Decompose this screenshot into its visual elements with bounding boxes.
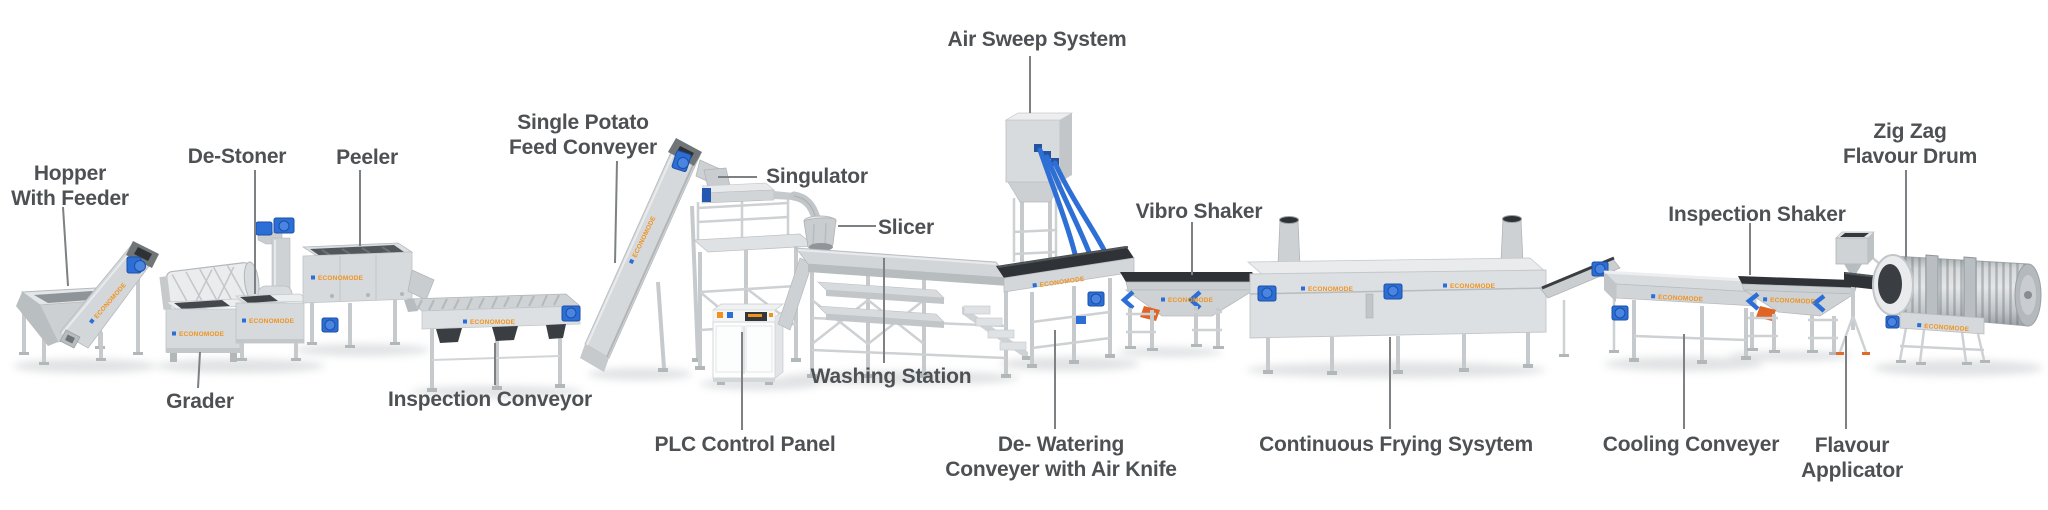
svg-text:ECONOMODE: ECONOMODE: [1168, 297, 1214, 304]
machine-continuous-frying-system: ECONOMODE ECONOMODE: [1246, 215, 1621, 375]
brand-economode: ECONOMODE: [1443, 283, 1496, 290]
svg-text:ECONOMODE: ECONOMODE: [249, 318, 295, 325]
spring-mount-icon: [1745, 292, 1760, 311]
fryer-chimney: [1500, 218, 1524, 264]
motor-icon: [255, 221, 273, 236]
label-inspection-conveyor: Inspection Conveyor: [388, 388, 592, 411]
spring-mount-icon: [1811, 294, 1826, 313]
air-hose-icon: [1037, 147, 1079, 261]
leader-lines: [62, 56, 1907, 430]
brand-economode: ECONOMODE: [1161, 297, 1214, 304]
machine-plc-control-panel: [711, 303, 785, 385]
brand-economode: ECONOMODE: [172, 331, 225, 338]
brand-economode: ECONOMODE: [1301, 286, 1354, 293]
brand-economode: ECONOMODE: [1763, 297, 1816, 306]
label-grader: Grader: [166, 390, 234, 413]
leader-hopper-with-feeder: [62, 206, 69, 287]
label-single-potato-feed-conveyer: Single Potato Feed Conveyer: [509, 111, 657, 159]
machine-de-stoner: ECONOMODE: [234, 217, 312, 361]
label-air-sweep-system: Air Sweep System: [947, 28, 1127, 51]
brand-economode: ECONOMODE: [242, 318, 295, 325]
machine-inspection-conveyor: ECONOMODE: [404, 293, 582, 392]
label-plc-control-panel: PLC Control Panel: [654, 433, 836, 456]
machine-single-potato-feed-conveyer: ECONOMODE: [580, 138, 723, 372]
machine-zig-zag-flavour-drum: ECONOMODE: [1844, 254, 2042, 365]
svg-text:ECONOMODE: ECONOMODE: [318, 275, 364, 282]
leader-single-potato-feed-conveyer: [614, 160, 618, 264]
label-hopper-with-feeder: Hopper With Feeder: [11, 162, 129, 210]
machine-hopper-with-feeder: ECONOMODE: [16, 241, 159, 365]
brand-economode: ECONOMODE: [1651, 294, 1704, 303]
machine-peeler: ECONOMODE: [301, 242, 435, 348]
label-zig-zag-flavour-drum: Zig Zag Flavour Drum: [1842, 120, 1978, 168]
machine-washing-station: [777, 247, 1034, 378]
svg-text:ECONOMODE: ECONOMODE: [1924, 323, 1970, 333]
label-singulator: Singulator: [766, 165, 868, 188]
air-hose-icon: [1044, 154, 1095, 263]
label-continuous-frying-system: Continuous Frying Sysytem: [1259, 433, 1533, 456]
machine-de-watering-conveyer: ECONOMODE: [996, 246, 1135, 368]
label-inspection-shaker: Inspection Shaker: [1668, 203, 1846, 226]
svg-text:ECONOMODE: ECONOMODE: [1450, 283, 1496, 290]
shaker-body: [1742, 289, 1856, 317]
machine-singulator-platform: [692, 167, 837, 370]
label-de-watering-conveyer: De- Watering Conveyer with Air Knife: [945, 433, 1177, 481]
label-slicer: Slicer: [877, 216, 935, 239]
applicator-hopper: [1835, 237, 1869, 265]
label-flavour-applicator: Flavour Applicator: [1801, 434, 1903, 482]
air-hose-icon: [1052, 160, 1109, 257]
machine-air-sweep-system: [1004, 112, 1109, 266]
label-cooling-conveyer: Cooling Conveyer: [1602, 433, 1780, 456]
brand-economode: ECONOMODE: [311, 275, 364, 282]
leader-grader: [197, 351, 201, 389]
machine-inspection-shaker: ECONOMODE: [1738, 276, 1857, 355]
spring-mount-icon: [1120, 290, 1135, 310]
svg-text:ECONOMODE: ECONOMODE: [1658, 294, 1704, 303]
svg-text:ECONOMODE: ECONOMODE: [470, 319, 516, 326]
machine-cooling-conveyer: ECONOMODE: [1602, 270, 1758, 364]
fryer-chimney: [1277, 219, 1301, 267]
label-vibro-shaker: Vibro Shaker: [1135, 200, 1263, 223]
brand-economode: ECONOMODE: [463, 319, 516, 326]
brand-economode: ECONOMODE: [1917, 323, 1970, 333]
svg-text:ECONOMODE: ECONOMODE: [1770, 297, 1816, 306]
spring-mount-icon: [1187, 290, 1202, 310]
label-peeler: Peeler: [336, 146, 398, 169]
machine-vibro-shaker: ECONOMODE: [1120, 272, 1259, 351]
fryer-body: [1249, 269, 1547, 339]
label-washing-station: Washing Station: [810, 365, 972, 388]
machine-grader: ECONOMODE: [159, 261, 260, 362]
svg-text:ECONOMODE: ECONOMODE: [179, 331, 225, 338]
svg-text:ECONOMODE: ECONOMODE: [1308, 286, 1354, 293]
label-de-stoner: De-Stoner: [187, 145, 287, 168]
